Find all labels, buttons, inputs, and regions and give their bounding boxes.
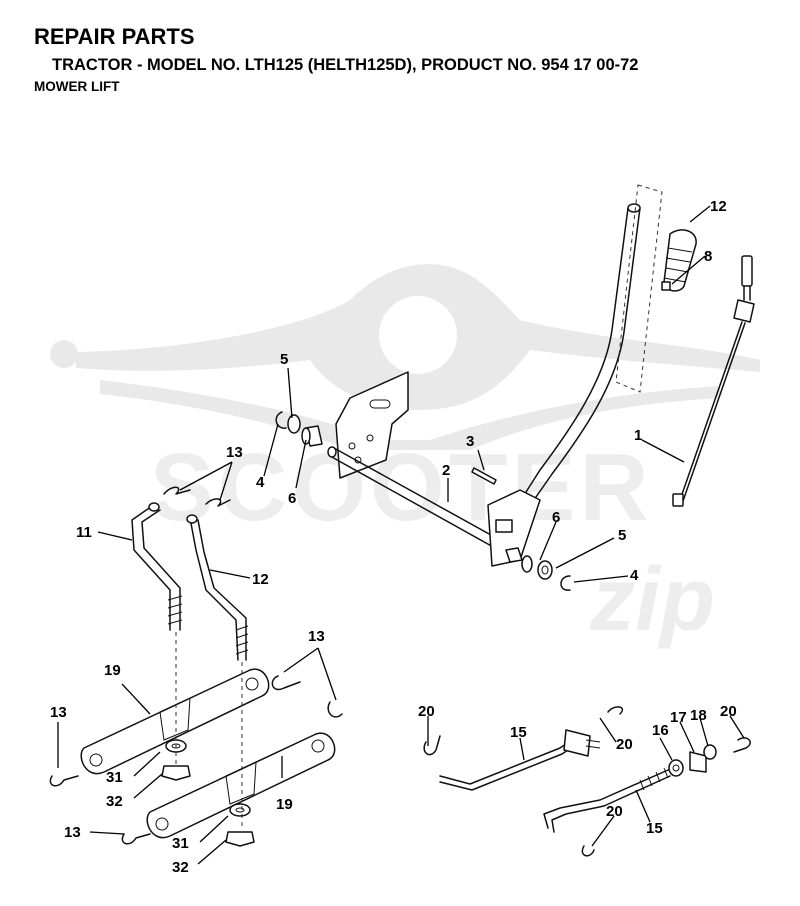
callout-numbers: 12 8 1 3 2 5 4 6 6 5 4 11 12 13 13 13 13…: [50, 198, 737, 876]
callout-4-right: 4: [630, 567, 639, 584]
page-title: REPAIR PARTS: [34, 24, 195, 49]
part-15-link-rod-upper: [439, 729, 601, 791]
part-11-lift-link: [131, 502, 183, 631]
part-4-left-clip: [275, 411, 287, 429]
callout-5-left: 5: [280, 351, 288, 368]
scooter-silhouette-icon: [50, 264, 760, 450]
part-3-pin: [471, 467, 497, 485]
callout-20-left: 20: [418, 703, 435, 720]
callout-3: 3: [466, 433, 474, 450]
part-32-nut-upper: [161, 765, 191, 781]
part-12-lift-link: [186, 514, 249, 661]
part-15-link-rod-lower: [543, 767, 671, 833]
part-13-hairpin-top: [163, 486, 231, 507]
callout-17: 17: [670, 709, 687, 726]
part-18-nut: [703, 744, 717, 760]
part-20-hairpins: [423, 706, 751, 857]
part-32-nut-lower: [225, 831, 255, 847]
callout-20-bottom: 20: [606, 803, 623, 820]
part-31-washer-lower: [229, 803, 251, 817]
part-19-lift-arm-upper: [80, 668, 270, 775]
callout-6-right: 6: [552, 509, 560, 526]
part-1-rod: [672, 255, 755, 507]
callout-13-left: 13: [50, 704, 67, 721]
callout-11: 11: [76, 524, 92, 541]
callout-4-left: 4: [256, 474, 265, 491]
watermark-logo: SCOOTER zip: [50, 264, 760, 650]
section-title: MOWER LIFT: [34, 79, 120, 94]
watermark-brand-text: SCOOTER: [150, 434, 653, 541]
part-16-nut: [668, 759, 684, 777]
part-2-shaft: [327, 446, 501, 549]
part-shaft-bracket: [487, 489, 541, 567]
callout-31-upper: 31: [106, 769, 123, 786]
callout-2: 2: [442, 462, 450, 479]
callout-1: 1: [634, 427, 642, 444]
callout-20-right: 20: [720, 703, 737, 720]
leader-lines: [57, 205, 745, 865]
callout-6-left: 6: [288, 490, 296, 507]
part-17-trunnion: [689, 751, 707, 773]
part-5-left-washer: [287, 414, 301, 434]
callout-16: 16: [652, 722, 669, 739]
callout-31-lower: 31: [172, 835, 189, 852]
callout-5-right: 5: [618, 527, 626, 544]
callout-15-upper: 15: [510, 724, 527, 741]
callout-7: 12: [710, 198, 727, 215]
callout-13-arm: 13: [308, 628, 325, 645]
callout-15-lower: 15: [646, 820, 663, 837]
part-8-screw: [661, 281, 671, 291]
part-13-hairpin-arm: [49, 675, 343, 845]
callout-8: 8: [704, 248, 712, 265]
callout-18: 18: [690, 707, 707, 724]
callout-13-top: 13: [226, 444, 243, 461]
page-subtitle: TRACTOR - MODEL NO. LTH125 (HELTH125D), …: [52, 56, 639, 74]
callout-19-lower: 19: [276, 796, 293, 813]
callout-32-lower: 32: [172, 859, 189, 876]
callout-19-upper: 19: [104, 662, 121, 679]
watermark-brand-suffix: zip: [589, 550, 715, 650]
callout-12: 12: [252, 571, 269, 588]
part-5-right-washer: [537, 560, 553, 580]
part-6-left-bushing: [301, 425, 323, 447]
part-lift-handle: [504, 184, 663, 526]
part-mounting-plate: [335, 371, 409, 479]
callout-13-bottom: 13: [64, 824, 81, 841]
part-19-lift-arm-lower: [146, 732, 336, 839]
part-6-right-bushing: [505, 547, 533, 573]
callout-32-upper: 32: [106, 793, 123, 810]
part-4-right-clip: [560, 575, 571, 591]
callout-20-mid: 20: [616, 736, 633, 753]
